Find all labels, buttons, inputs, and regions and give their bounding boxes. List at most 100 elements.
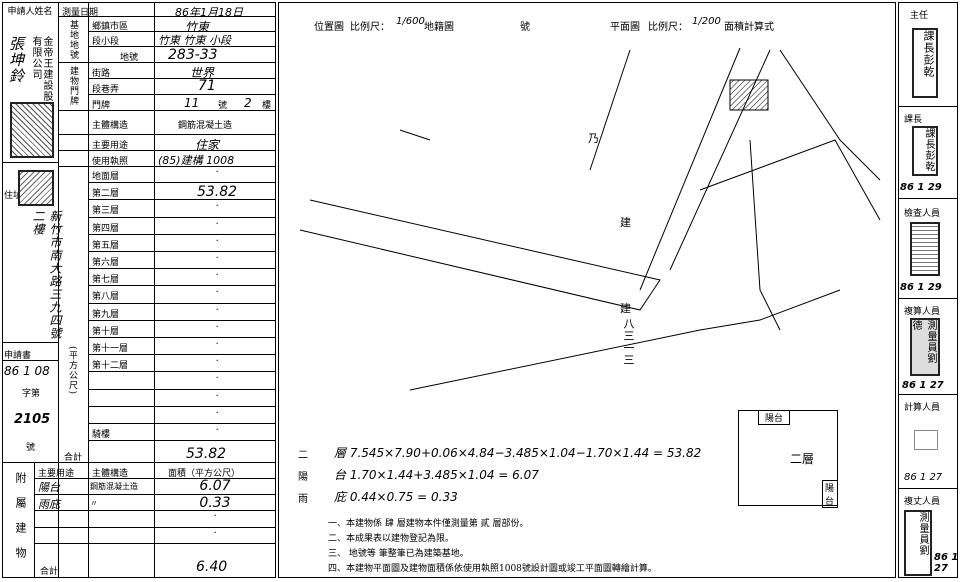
floor-row: 第十層 · bbox=[88, 321, 276, 338]
floor-row: · bbox=[88, 372, 276, 390]
lot: 283-33 bbox=[168, 47, 218, 63]
calc-label: 陽 bbox=[298, 472, 308, 483]
area-calc-label: 面積計算式 bbox=[724, 22, 774, 33]
map-label-1: 乃 bbox=[588, 132, 599, 145]
chief-stamp-2: 課長彭乾 bbox=[912, 126, 938, 176]
floor-area: · bbox=[215, 339, 219, 350]
map-label-2: 建 bbox=[620, 216, 631, 229]
date-5: 86 1 27 bbox=[934, 552, 959, 574]
plan-scale: 1/200 bbox=[692, 16, 721, 27]
area-total: 53.82 bbox=[186, 446, 227, 462]
annex-row: 陽台 鋼筋混凝土造 6.07 bbox=[34, 478, 276, 495]
date-4: 86 1 27 bbox=[904, 472, 943, 483]
floor-name: 第三層 bbox=[92, 206, 120, 217]
chief-label-top: 主任 bbox=[910, 11, 929, 21]
approval-column bbox=[898, 2, 958, 578]
app-date: 86 1 08 bbox=[4, 364, 50, 378]
annex-total-label: 合計 bbox=[40, 567, 59, 577]
annex-header-area: 面積（平方公尺） bbox=[168, 469, 241, 479]
date-2: 86 1 29 bbox=[900, 282, 942, 293]
floor-name: 第九層 bbox=[92, 309, 120, 320]
floor-name: 第十二層 bbox=[92, 361, 129, 372]
cadastral-number-label: 號 bbox=[520, 22, 530, 33]
address-label: 住址 bbox=[4, 191, 23, 201]
hao-label: 號 bbox=[218, 101, 228, 111]
use-label: 主要用途 bbox=[92, 141, 129, 151]
surveyor-label: 複丈人員 bbox=[904, 497, 941, 507]
permit-label: 使用執照 bbox=[92, 157, 129, 167]
area-total-label: 合計 bbox=[64, 453, 83, 463]
lot-label: 地號 bbox=[120, 53, 139, 63]
cadastral-label: 地籍圖 bbox=[424, 22, 454, 33]
checker-label: 檢查人員 bbox=[904, 209, 941, 219]
floor-row: 第三層· bbox=[88, 200, 276, 218]
structure: 鋼筋混凝土造 bbox=[178, 121, 233, 131]
permit: (85)建構 1008 bbox=[158, 154, 235, 167]
floor-row: 第十二層 · bbox=[88, 355, 276, 373]
annex-area: 6.07 bbox=[199, 478, 231, 494]
base-label: 基地地號 bbox=[68, 20, 78, 60]
lou-label: 樓 bbox=[262, 101, 272, 111]
survey-date: 86年1月18日 bbox=[175, 6, 243, 19]
location-map-label: 位置圖 bbox=[314, 22, 344, 33]
floor-row: 第九層 · bbox=[88, 304, 276, 321]
floor-row: · bbox=[88, 407, 276, 424]
applicant-seal bbox=[10, 102, 54, 158]
plan-room: 二層 bbox=[790, 452, 815, 466]
annex-use: 雨庇 bbox=[38, 497, 60, 511]
floor-area: · bbox=[215, 167, 219, 178]
date-3: 86 1 27 bbox=[902, 380, 944, 391]
floor-row: · bbox=[88, 390, 276, 407]
annex-row: · bbox=[34, 511, 276, 528]
annex-struct: 鋼筋混凝土造 bbox=[90, 482, 138, 491]
chief-stamp: 課長彭乾 bbox=[912, 28, 938, 98]
floor-name: 第十一層 bbox=[92, 344, 129, 354]
floor-name: 地面層 bbox=[92, 172, 120, 182]
applicant-name: 張坤鈴 bbox=[7, 36, 25, 84]
floor-area: · bbox=[215, 321, 219, 333]
structure-label: 主體構造 bbox=[92, 121, 129, 131]
annex-area: · bbox=[213, 511, 217, 522]
floor-row: 第六層· bbox=[88, 252, 276, 270]
note-line: 二、本成果表以建物登記為限。 bbox=[328, 534, 455, 544]
compute-stamp bbox=[914, 430, 938, 450]
floor-row: 騎樓· bbox=[88, 424, 276, 442]
annex-header-use: 主要用途 bbox=[38, 469, 75, 479]
floor-name: 第五層 bbox=[92, 240, 120, 251]
floor-area: 53.82 bbox=[196, 184, 238, 201]
lane: 71 bbox=[198, 78, 216, 94]
floor-name: 第十層 bbox=[92, 326, 120, 337]
plan-balcony-bottom: 陽台 bbox=[822, 480, 838, 508]
annex-row: 雨庇〃0.33 bbox=[34, 495, 276, 511]
note-line: 三、 地號等 筆整筆已為建築基地。 bbox=[328, 549, 469, 559]
word-label: 字第 bbox=[22, 389, 41, 399]
plan-balcony-top: 陽台 bbox=[758, 410, 791, 425]
floor-area: · bbox=[215, 390, 219, 402]
calc-label: 二 bbox=[298, 450, 308, 461]
cadastral-sketch bbox=[299, 47, 881, 391]
floor-area: · bbox=[215, 407, 219, 419]
annex-struct: 〃 bbox=[90, 498, 98, 508]
plan-label: 平面圖 bbox=[610, 22, 640, 33]
floor-area: · bbox=[215, 235, 219, 247]
floor-no: 2 bbox=[244, 96, 252, 110]
floor-area: · bbox=[215, 304, 219, 316]
door-no: 11 bbox=[184, 96, 200, 110]
section-label: 段小段 bbox=[92, 37, 120, 47]
annex-use: 陽台 bbox=[38, 481, 60, 494]
floor-area: · bbox=[215, 356, 219, 368]
survey-date-label: 測量日期 bbox=[62, 8, 99, 18]
checker-stamp bbox=[910, 222, 940, 276]
floor-area: · bbox=[215, 270, 219, 282]
lane-label: 段巷弄 bbox=[92, 85, 120, 95]
township: 竹東 bbox=[185, 20, 210, 34]
floor-area: · bbox=[215, 373, 219, 385]
liu-stamp: 測量員劉 bbox=[904, 510, 932, 576]
floor-row: 第五層 · bbox=[88, 235, 276, 252]
annex-header-struct: 主體構造 bbox=[92, 469, 129, 479]
company-name: 金帝王建設股份有限公司 bbox=[30, 36, 52, 113]
map-label-3: 建 bbox=[620, 302, 631, 315]
calc-label: 複算人員 bbox=[904, 307, 941, 317]
location-scale-label: 比例尺： bbox=[350, 22, 390, 33]
